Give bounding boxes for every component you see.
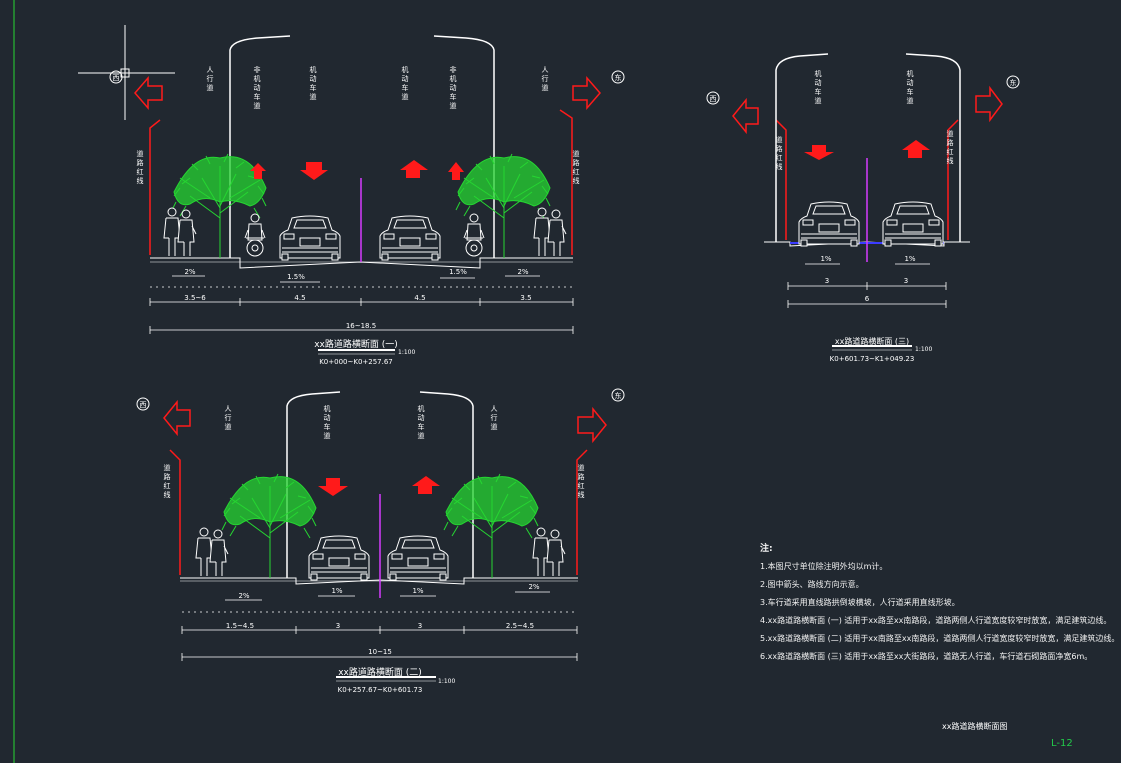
s3-dir-right: 东 [1010,78,1017,87]
s3-total: 6 [865,295,870,303]
s1-dim-4: 3.5 [520,294,531,302]
section-1-diagram [134,35,601,355]
s1-slope-2: 1.5% [287,273,305,281]
s2-label-motor-left: 机动车道 [323,404,331,441]
cursor-crosshair [78,25,175,120]
s2-slope-3: 1% [412,587,423,595]
s1-label-ped-right: 人行道 [541,66,549,93]
s2-label-motor-right: 机动车道 [417,404,425,441]
note-item: 2.图中箭头、路线方向示意。 [760,580,864,589]
s2-dir-left: 西 [140,401,147,409]
s3-label-motor-right: 机动车道 [906,69,914,106]
s2-slope-1: 2% [238,592,249,600]
s3-dim-2: 3 [904,277,908,285]
s2-label-ped-right: 人行道 [490,405,498,432]
s1-slope-4: 2% [517,268,528,276]
s1-dim-2: 4.5 [294,294,305,302]
s1-label-nonmotor-right: 非机动车道 [449,65,457,111]
s3-scale: 1:100 [915,346,932,353]
note-item: 1.本图尺寸单位除注明外均以m计。 [760,562,888,571]
s3-label-motor-left: 机动车道 [814,69,822,106]
s3-dim-1: 3 [825,277,829,285]
s2-label-ped-left: 人行道 [224,405,232,432]
note-item: 4.xx路道路横断面 (一) 适用于xx路至xx南路段，道路两侧人行道宽度较窄时… [760,616,1112,625]
s3-label-redline-right: 道路红线 [946,129,954,166]
s2-dim-3: 3 [418,622,422,630]
s1-dim-1: 3.5~6 [184,294,206,302]
s3-dir-left: 西 [710,95,717,103]
s2-slope-2: 1% [331,587,342,595]
s3-slope-2: 1% [904,255,915,263]
note-item: 5.xx路道路横断面 (二) 适用于xx南路至xx南路段，道路两侧人行道宽度较窄… [760,634,1120,643]
s2-label-redline-left: 道路红线 [163,463,171,500]
s1-slope-3: 1.5% [449,268,467,276]
s2-label-redline-right: 道路红线 [577,463,585,500]
s1-label-redline-right: 道路红线 [572,149,580,186]
notes-block: 注: 1.本图尺寸单位除注明外均以m计。 2.图中箭头、路线方向示意。 3.车行… [760,540,1119,666]
s2-station: K0+257.67~K0+601.73 [338,686,423,694]
s1-total: 16~18.5 [346,322,376,330]
s2-dim-2: 3 [336,622,340,630]
notes-heading: 注: [760,544,773,554]
note-item: 3.车行道采用直线路拱倒坡横坡，人行道采用直线形坡。 [760,598,960,607]
s1-slope-1: 2% [184,268,195,276]
s1-dir-right: 东 [615,73,622,82]
s1-station: K0+000~K0+257.67 [319,358,393,366]
s1-dir-left: 西 [113,74,120,82]
sheet-number: L-12 [1051,738,1073,749]
s1-label-nonmotor-left: 非机动车道 [253,65,261,111]
note-item: 6.xx路道路横断面 (三) 适用于xx路至xx大街路段，道路无人行道，车行道石… [760,652,1093,661]
s1-label-redline-left: 道路红线 [136,149,144,186]
s1-dim-3: 4.5 [414,294,425,302]
s2-dir-right: 东 [615,391,622,400]
s2-scale: 1:100 [438,678,455,685]
s1-scale: 1:100 [398,349,415,356]
s2-dim-1: 1.5~4.5 [226,622,254,630]
s2-dim-4: 2.5~4.5 [506,622,534,630]
s2-total: 10~15 [368,648,392,656]
s1-label-motor-left: 机动车道 [309,65,317,102]
section-3-diagram [732,53,1003,351]
s3-slope-1: 1% [820,255,831,263]
s3-label-redline-left: 道路红线 [775,135,783,172]
s3-station: K0+601.73~K1+049.23 [830,355,915,363]
drawing-title: xx路道路横断面图 [942,722,1008,731]
s1-label-motor-right: 机动车道 [401,65,409,102]
s3-title: xx路道路横断面 (三) [835,336,909,346]
s2-slope-4: 2% [528,583,539,591]
section-2-diagram [163,391,607,682]
s1-label-ped-left: 人行道 [206,66,214,93]
s2-title: xx路道路横断面 (二) [338,666,422,678]
s1-title: xx路道路横断面 (一) [314,338,398,350]
